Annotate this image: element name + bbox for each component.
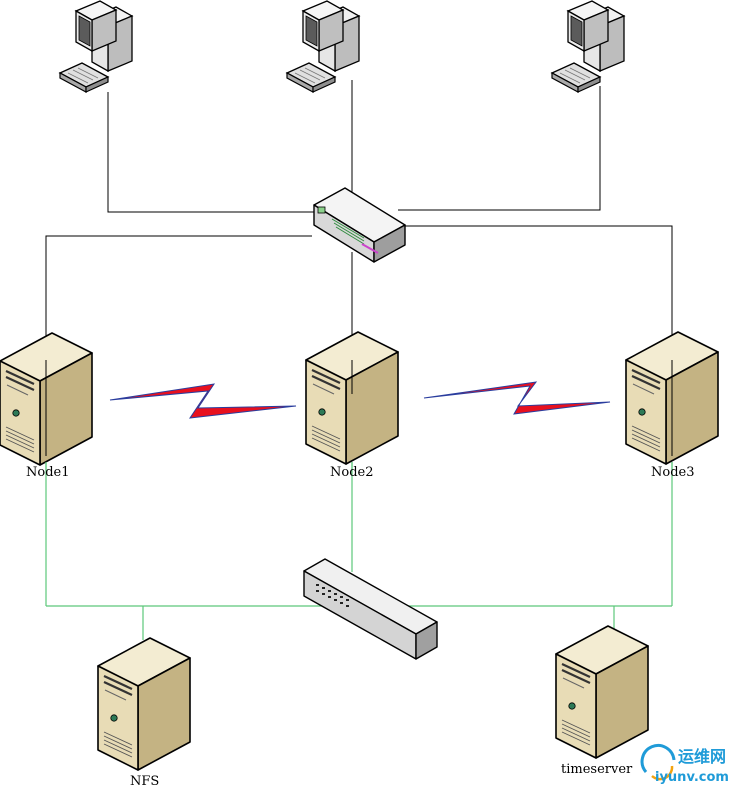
lightning-link-icon — [423, 381, 611, 415]
timeserver-label: timeserver — [561, 762, 633, 777]
heartbeat-link-2-3 — [423, 381, 611, 415]
lightning-link-icon — [109, 383, 297, 419]
nfs-label: NFS — [130, 774, 159, 789]
router — [313, 187, 406, 263]
server-icon — [304, 330, 400, 466]
watermark-cn: 运维网 — [678, 747, 726, 766]
timeserver-server — [554, 624, 650, 760]
node-uplink-overlay — [45, 360, 673, 456]
server-icon — [554, 624, 650, 760]
workstation-icon — [551, 0, 625, 93]
workstation-icon — [286, 0, 360, 93]
nfs-server — [96, 636, 192, 772]
server-icon — [96, 636, 192, 772]
workstation-icon — [59, 0, 133, 93]
router-icon — [313, 187, 406, 263]
workstation-uplinks — [107, 80, 601, 213]
node2-server — [304, 330, 400, 466]
heartbeat-link-1-2 — [109, 383, 297, 419]
workstation-1 — [59, 0, 133, 93]
watermark-logo-icon — [640, 744, 676, 781]
switch — [303, 558, 438, 660]
node3-label: Node3 — [651, 465, 695, 480]
watermark: 运维网 iyunv.com — [640, 744, 729, 785]
node1-label: Node1 — [26, 465, 70, 480]
switch-icon — [303, 558, 438, 660]
node-green-overlay — [45, 462, 673, 470]
workstation-2 — [286, 0, 360, 93]
watermark-en: iyunv.com — [655, 770, 729, 785]
workstation-3 — [551, 0, 625, 93]
node2-label: Node2 — [330, 465, 374, 480]
